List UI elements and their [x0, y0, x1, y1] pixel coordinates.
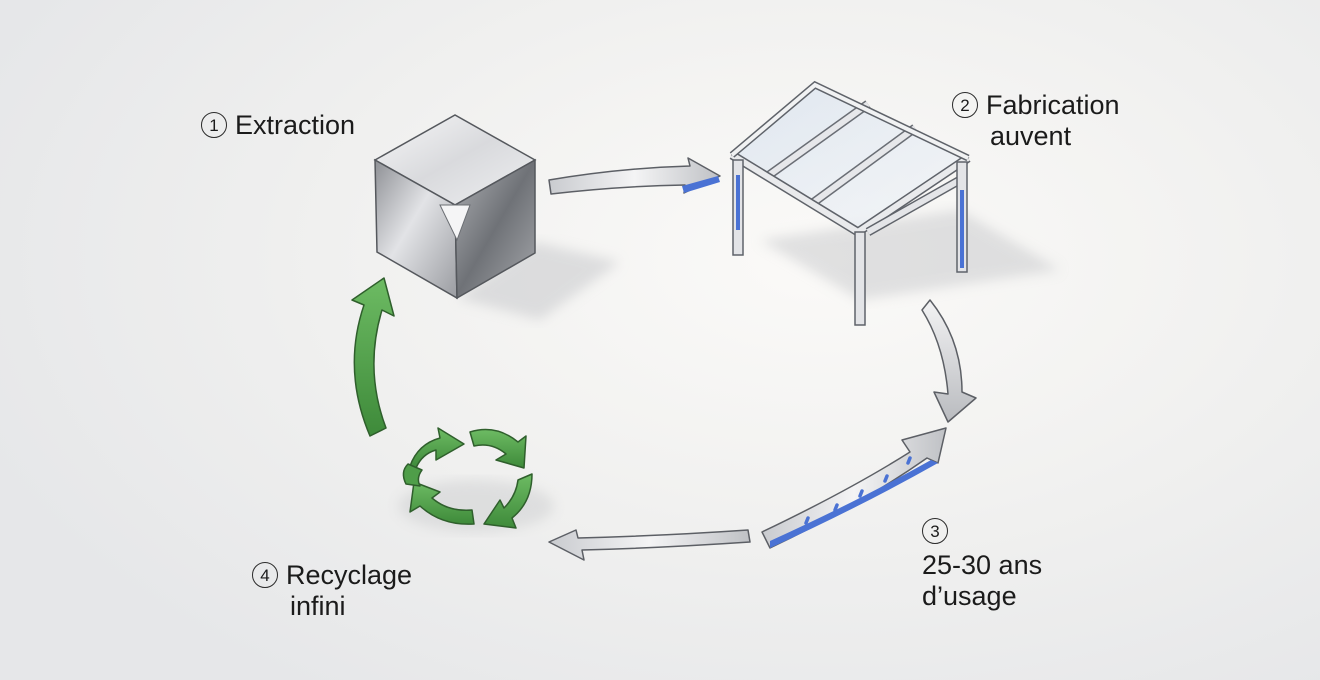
step-title: 25-30 ans	[922, 550, 1043, 580]
awning-frame-icon	[729, 80, 1060, 326]
recycle-icon	[398, 427, 554, 532]
step-label-usage: 3 25-30 ans d’usage	[922, 516, 1042, 612]
step-label-fabrication: 2 Fabrication auvent	[952, 90, 1120, 152]
step-label-extraction: 1 Extraction	[201, 110, 355, 141]
step-number-badge: 1	[201, 112, 227, 138]
arrow-usage-timeline	[761, 427, 947, 549]
step-title-line2: infini	[290, 591, 346, 621]
step-title-line2: auvent	[990, 121, 1072, 151]
step-title: Extraction	[235, 110, 356, 140]
arrow-recycling-to-extraction	[351, 277, 395, 437]
step-number-badge: 2	[952, 92, 978, 118]
step-title: Recyclage	[286, 560, 413, 590]
step-number-badge: 3	[922, 518, 948, 544]
arrow-usage-to-recycling	[548, 529, 751, 561]
arrow-extraction-to-fabrication	[548, 157, 721, 195]
step-title: Fabrication	[986, 90, 1120, 120]
step-title-line2: d’usage	[922, 581, 1017, 611]
arrow-fabrication-to-usage	[921, 299, 977, 423]
step-number-badge: 4	[252, 562, 278, 588]
aluminium-cube-icon	[373, 114, 620, 320]
step-label-recycling: 4 Recyclage infini	[252, 560, 412, 622]
